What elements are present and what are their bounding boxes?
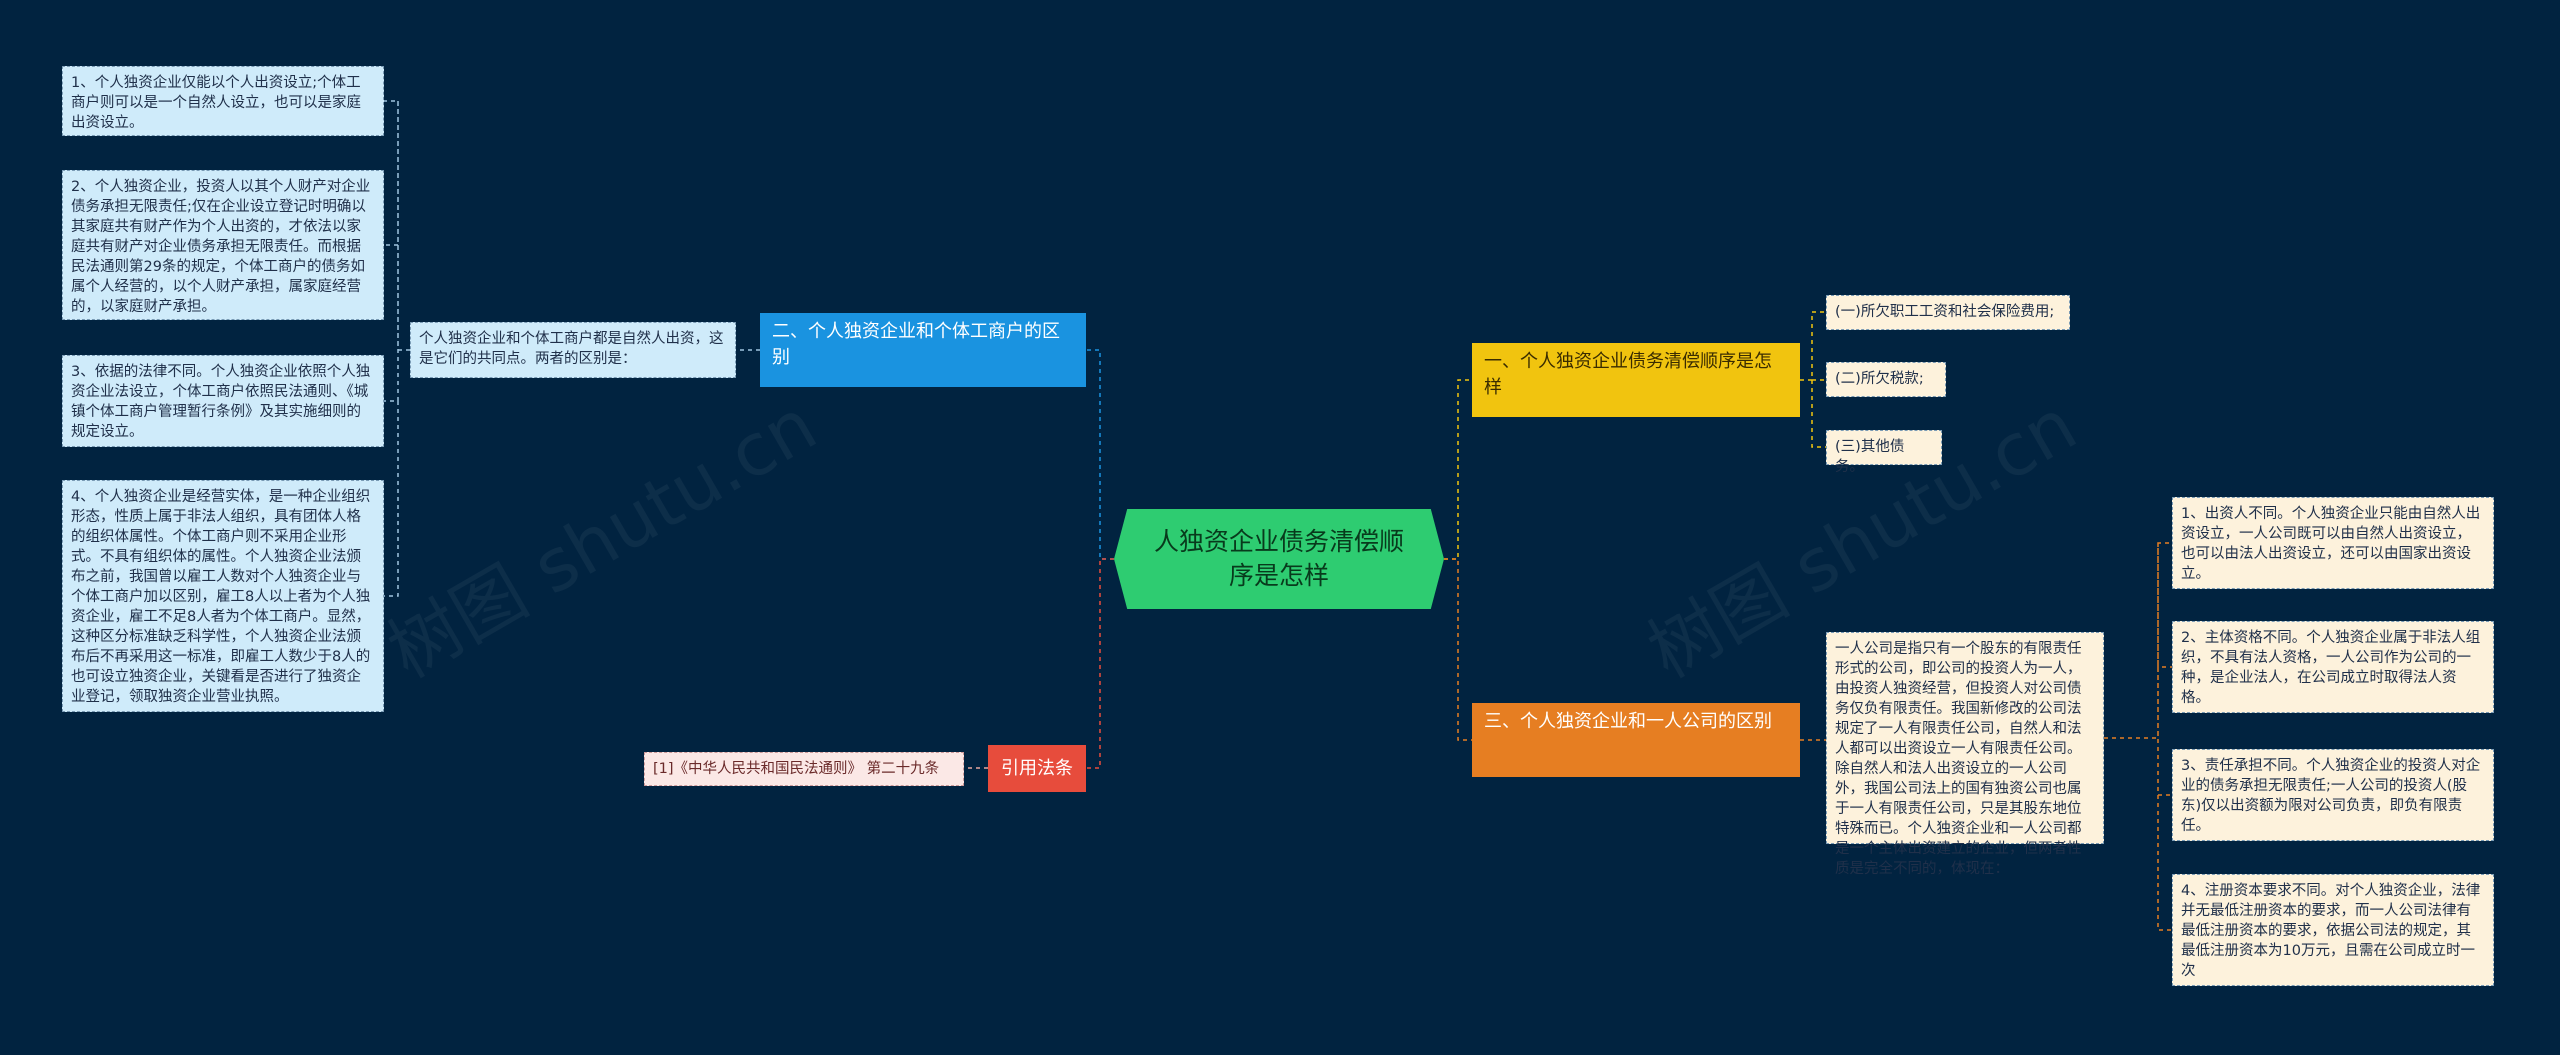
- left-leaf-4[interactable]: 4、个人独资企业是经营实体，是一种企业组织形态，性质上属于非法人组织，具有团体人…: [62, 480, 384, 712]
- edge-center-right3: [1444, 558, 1472, 741]
- one-person-company-summary[interactable]: 一人公司是指只有一个股东的有限责任形式的公司，即公司的投资人为一人，由投资人独资…: [1826, 632, 2104, 877]
- branch-citations[interactable]: 引用法条: [988, 745, 1086, 792]
- company-diff-leaf-2[interactable]: 2、主体资格不同。个人独资企业属于非法人组织，不具有法人资格，一人公司作为公司的…: [2172, 621, 2494, 713]
- edge-right1-leaves: [1800, 311, 1826, 448]
- branch-repayment-order[interactable]: 一、个人独资企业债务清偿顺序是怎样: [1472, 343, 1800, 417]
- edge-center-right1: [1444, 379, 1472, 560]
- company-diff-leaf-4[interactable]: 4、注册资本要求不同。对个人独资企业，法律并无最低注册资本的要求，而一人公司法律…: [2172, 874, 2494, 986]
- branch-individual-vs-household[interactable]: 二、个人独资企业和个体工商户的区别: [760, 313, 1086, 387]
- company-diff-leaf-3[interactable]: 3、责任承担不同。个人独资企业的投资人对企业的债务承担无限责任;一人公司的投资人…: [2172, 749, 2494, 841]
- company-diff-leaf-1[interactable]: 1、出资人不同。个人独资企业只能由自然人出资设立，一人公司既可以由自然人出资设立…: [2172, 497, 2494, 589]
- left-leaf-3[interactable]: 3、依据的法律不同。个人独资企业依照个人独资企业法设立，个体工商户依照民法通则、…: [62, 355, 384, 447]
- repayment-leaf-1[interactable]: (一)所欠职工工资和社会保险费用;: [1826, 295, 2070, 330]
- root-topic-label: 人独资企业债务清偿顺序是怎样: [1154, 527, 1405, 590]
- repayment-leaf-3[interactable]: (三)其他债务。: [1826, 430, 1942, 475]
- edge-center-left1: [1086, 349, 1114, 560]
- edge-rm-leaves: [2104, 542, 2172, 931]
- left-leaf-1[interactable]: 1、个人独资企业仅能以个人出资设立;个体工商户则可以是一个自然人设立，也可以是家…: [62, 66, 384, 136]
- edge-mid-leaves: [384, 100, 410, 597]
- branch-individual-vs-one-person-company[interactable]: 三、个人独资企业和一人公司的区别: [1472, 703, 1800, 777]
- root-topic[interactable]: 人独资企业债务清偿顺序是怎样: [1114, 509, 1444, 609]
- edge-center-cite: [1086, 558, 1114, 769]
- left-leaf-2[interactable]: 2、个人独资企业，投资人以其个人财产对企业债务承担无限责任;仅在企业设立登记时明…: [62, 170, 384, 320]
- citation-leaf[interactable]: [1]《中华人民共和国民法通则》 第二十九条: [644, 752, 964, 786]
- repayment-leaf-2[interactable]: (二)所欠税款;: [1826, 362, 1946, 397]
- left-summary-node[interactable]: 个人独资企业和个体工商户都是自然人出资，这是它们的共同点。两者的区别是：: [410, 322, 736, 378]
